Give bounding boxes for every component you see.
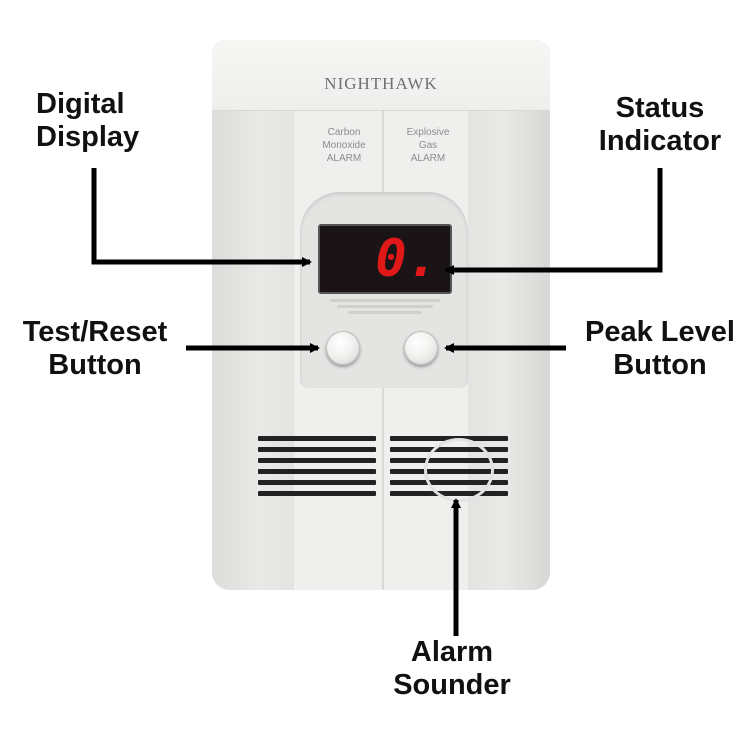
device-left-rail bbox=[212, 40, 294, 590]
co-detector-device: NIGHTHAWK Carbon Monoxide ALARM Explosiv… bbox=[212, 40, 550, 590]
callout-line: Button bbox=[48, 349, 142, 381]
co-label-line: ALARM bbox=[326, 153, 362, 164]
callout-line: Sounder bbox=[393, 669, 511, 701]
digital-display-callout: Digital Display bbox=[18, 88, 196, 154]
co-alarm-label: Carbon Monoxide ALARM bbox=[304, 126, 384, 165]
callout-line: Test/Reset bbox=[22, 316, 168, 348]
left-vent-grille bbox=[258, 436, 376, 502]
alarm-sounder-callout: Alarm Sounder bbox=[372, 636, 532, 702]
callout-line: Button bbox=[613, 349, 707, 381]
co-label-line: Carbon bbox=[327, 127, 361, 138]
device-top-cap bbox=[212, 40, 550, 111]
brand-logo: NIGHTHAWK bbox=[324, 74, 438, 93]
gas-label-line: ALARM bbox=[410, 153, 446, 164]
test-reset-button[interactable] bbox=[326, 331, 360, 365]
digital-display-arrow bbox=[91, 168, 312, 267]
device-right-rail bbox=[468, 40, 550, 590]
co-label-line: Monoxide bbox=[322, 140, 366, 151]
gas-alarm-label: Explosive Gas ALARM bbox=[388, 126, 468, 165]
gas-label-line: Explosive bbox=[406, 127, 450, 138]
callout-line: Indicator bbox=[598, 125, 722, 157]
callout-line: Status bbox=[615, 92, 705, 124]
display-reading: 0. bbox=[375, 229, 438, 289]
status-indicator-arrow bbox=[444, 168, 663, 275]
peak-level-callout: Peak Level Button bbox=[568, 316, 750, 382]
status-indicator-callout: Status Indicator bbox=[580, 92, 740, 158]
test-reset-callout: Test/Reset Button bbox=[0, 316, 190, 382]
callout-line: Display bbox=[36, 121, 140, 153]
callout-line: Peak Level bbox=[585, 316, 735, 348]
fine-print bbox=[320, 296, 450, 320]
callout-line: Digital bbox=[36, 88, 125, 120]
peak-level-button[interactable] bbox=[404, 331, 438, 365]
gas-label-line: Gas bbox=[418, 140, 438, 151]
digital-display: 0. bbox=[318, 224, 452, 294]
callout-line: Alarm bbox=[410, 636, 494, 668]
